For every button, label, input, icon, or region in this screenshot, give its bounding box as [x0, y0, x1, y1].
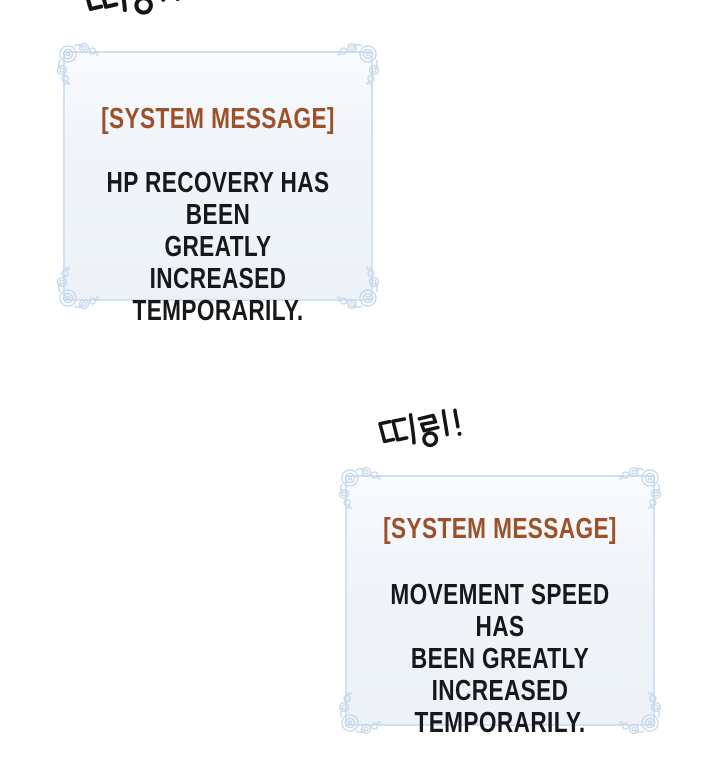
corner-flourish-icon	[619, 692, 662, 735]
message-line: BEEN GREATLY	[410, 643, 590, 675]
message-line: HP RECOVERY HAS BEEN	[106, 167, 330, 231]
message-line: MOVEMENT SPEED HAS	[390, 579, 610, 643]
corner-flourish-icon	[337, 267, 380, 310]
corner-flourish-icon	[56, 267, 99, 310]
sfx-ding-bottom: 띠링!	[377, 406, 468, 461]
corner-flourish-icon	[337, 42, 380, 85]
system-message-box-hp: [SYSTEM MESSAGE] HP RECOVERY HAS BEEN GR…	[56, 42, 380, 327]
system-message-title: [SYSTEM MESSAGE]	[383, 513, 617, 545]
sfx-ding-top: 띠링!	[81, 0, 187, 32]
message-line: INCREASED	[431, 675, 569, 707]
system-message-body: HP RECOVERY HAS BEEN GREATLY INCREASED T…	[99, 167, 338, 327]
sfx-ding-drawing-icon	[377, 407, 465, 453]
corner-flourish-icon	[338, 466, 381, 509]
corner-flourish-icon	[619, 466, 662, 509]
message-line: TEMPORARILY.	[414, 707, 586, 739]
message-line: GREATLY INCREASED	[149, 231, 287, 295]
corner-flourish-icon	[338, 692, 381, 735]
system-message-title: [SYSTEM MESSAGE]	[101, 103, 335, 135]
sfx-ding-drawing-icon	[81, 0, 187, 32]
system-message-box-speed: [SYSTEM MESSAGE] MOVEMENT SPEED HAS BEEN…	[338, 466, 662, 739]
message-line: TEMPORARILY.	[132, 295, 304, 327]
system-message-body: MOVEMENT SPEED HAS BEEN GREATLY INCREASE…	[381, 579, 620, 739]
corner-flourish-icon	[56, 42, 99, 85]
